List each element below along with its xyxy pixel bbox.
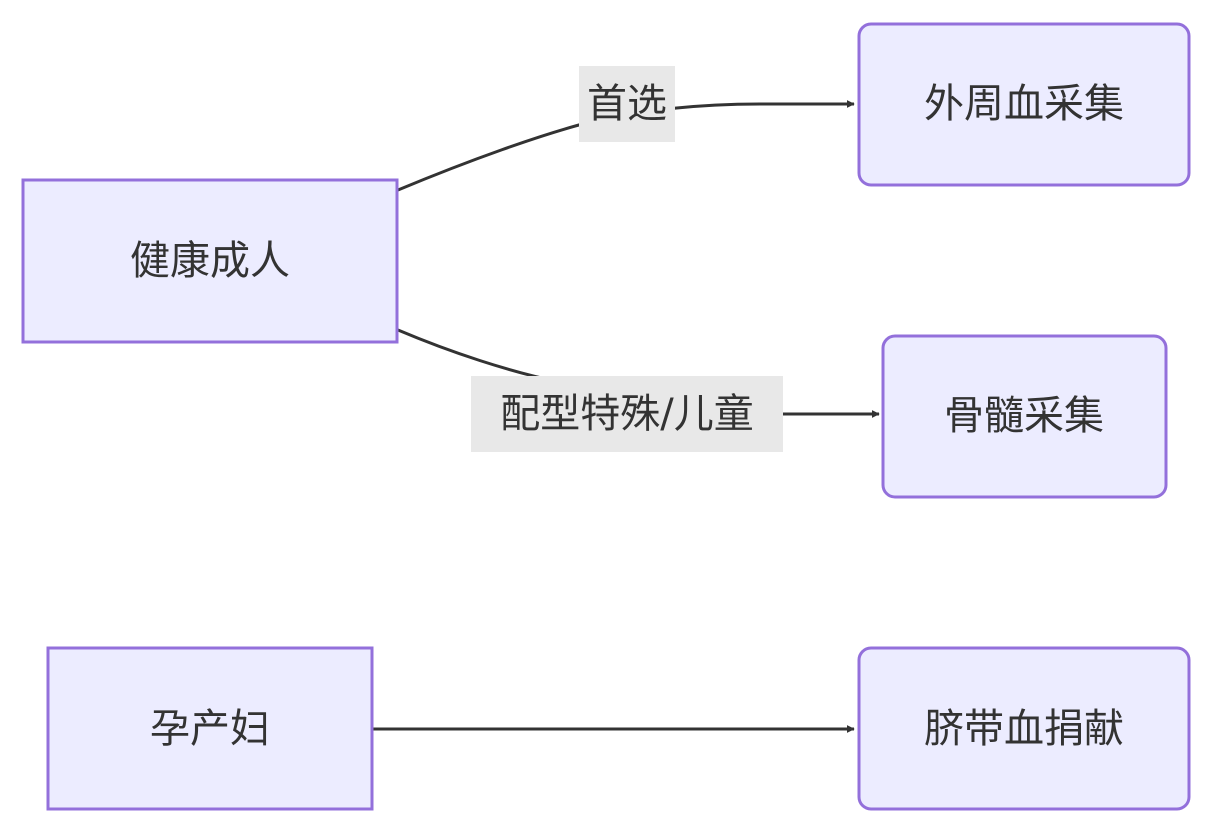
edge-label-special-match-text: 配型特殊/儿童 bbox=[500, 391, 753, 437]
node-peripheral-blood[interactable]: 外周血采集 bbox=[857, 22, 1191, 187]
node-peripheral-blood-label: 外周血采集 bbox=[924, 81, 1124, 127]
node-bone-marrow-label: 骨髓采集 bbox=[944, 393, 1104, 439]
edge-label-preferred: 首选 bbox=[579, 66, 675, 142]
node-cord-blood[interactable]: 脐带血捐献 bbox=[857, 646, 1191, 811]
node-healthy-adult-label: 健康成人 bbox=[130, 238, 290, 284]
node-pregnant-woman[interactable]: 孕产妇 bbox=[46, 646, 374, 811]
node-cord-blood-label: 脐带血捐献 bbox=[924, 706, 1124, 752]
node-pregnant-woman-label: 孕产妇 bbox=[150, 706, 270, 752]
node-healthy-adult[interactable]: 健康成人 bbox=[21, 178, 399, 344]
node-bone-marrow[interactable]: 骨髓采集 bbox=[881, 334, 1168, 499]
edge-label-special-match: 配型特殊/儿童 bbox=[471, 376, 783, 452]
edge-label-preferred-text: 首选 bbox=[587, 81, 667, 127]
